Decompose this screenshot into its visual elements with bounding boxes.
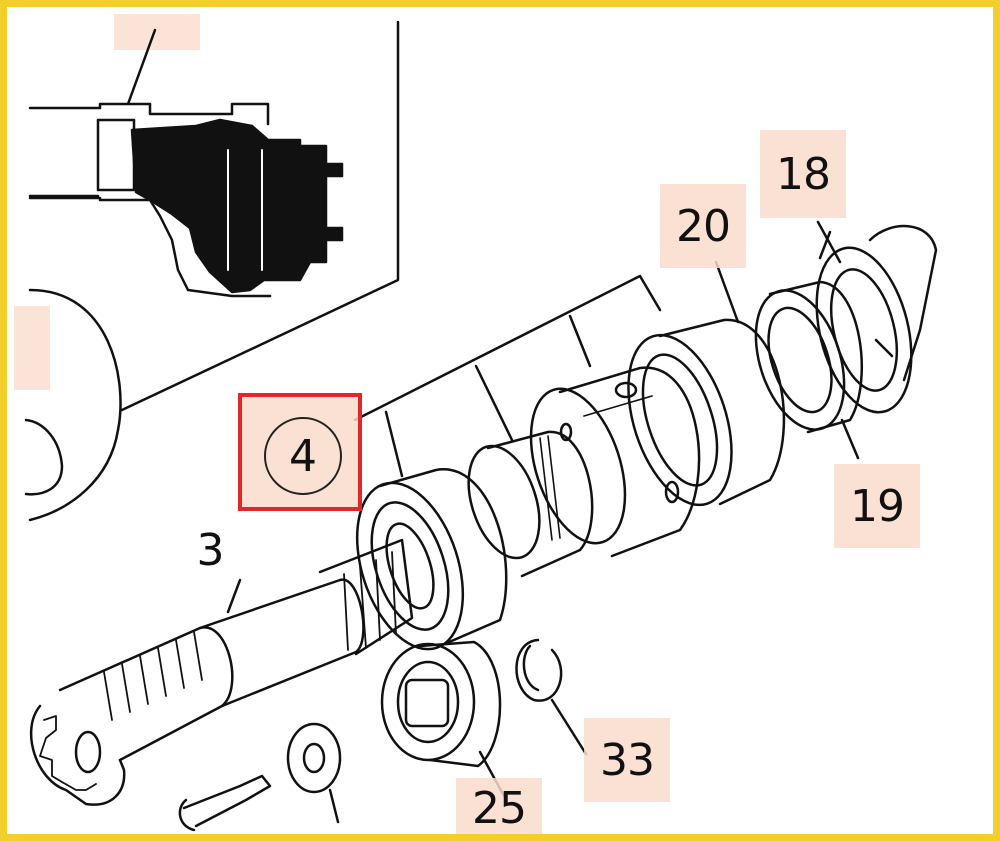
callout-33[interactable]: 33	[584, 718, 670, 802]
callout-25[interactable]: 25	[456, 778, 542, 834]
callout-20[interactable]: 20	[660, 184, 746, 268]
housing-inset	[14, 14, 400, 522]
bearing-part-4	[355, 468, 508, 651]
callout-19[interactable]: 19	[834, 464, 920, 548]
seal-part-18	[815, 224, 938, 414]
snap-ring-part-33	[515, 638, 588, 756]
collar-part	[529, 366, 701, 558]
shaft-part-3	[29, 538, 414, 806]
bearing-part-25	[380, 640, 506, 798]
callout-3[interactable]: 3	[196, 524, 225, 576]
washer-and-bolt	[178, 722, 342, 832]
callout-4-selected[interactable]: 4	[238, 393, 362, 511]
callout-18[interactable]: 18	[760, 130, 846, 218]
callout-4-circle: 4	[264, 417, 342, 495]
bearing-part-19	[754, 280, 863, 460]
sleeve-part	[467, 430, 594, 578]
